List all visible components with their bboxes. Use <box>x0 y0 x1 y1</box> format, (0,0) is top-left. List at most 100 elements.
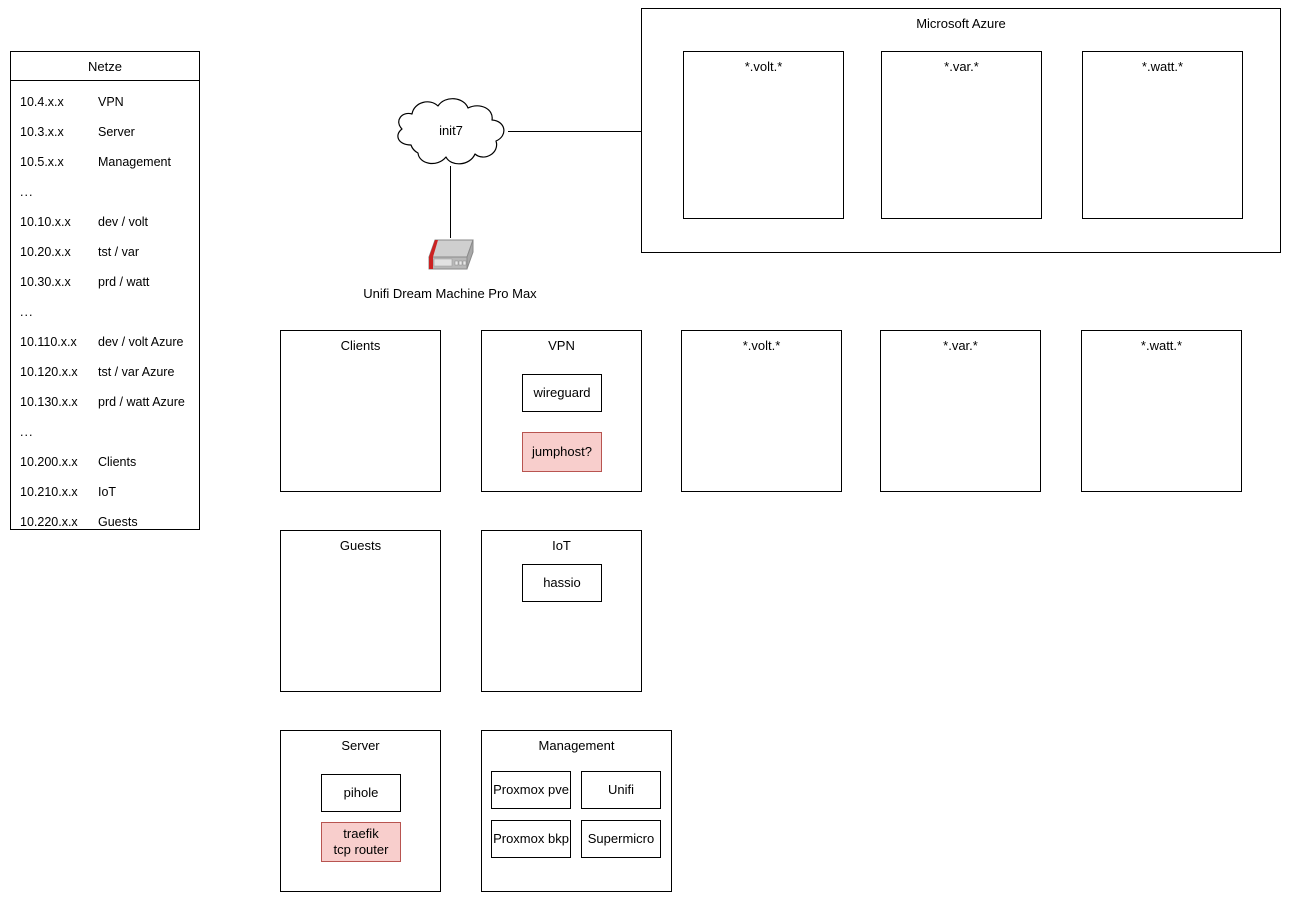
table-row: 10.120.x.x tst / var Azure <box>11 357 199 387</box>
node-supermicro-label: Supermicro <box>587 831 655 846</box>
router-icon <box>428 239 474 270</box>
node-supermicro[interactable]: Supermicro <box>581 820 661 858</box>
azure-zone-var: *.var.* <box>881 51 1042 219</box>
node-wireguard[interactable]: wireguard <box>522 374 602 412</box>
node-proxmox-bkp-label: Proxmox bkp <box>493 831 569 846</box>
netze-subnet: 10.110.x.x <box>20 335 77 349</box>
netze-legend-rows: 10.4.x.x VPN 10.3.x.x Server 10.5.x.x Ma… <box>11 81 199 537</box>
isp-cloud: init7 <box>388 95 514 169</box>
table-row: 10.5.x.x Management <box>11 147 199 177</box>
network-guests-title: Guests <box>339 538 382 553</box>
node-proxmox-bkp[interactable]: Proxmox bkp <box>491 820 571 858</box>
link-cloud-to-router <box>450 166 451 238</box>
netze-subnet: 10.5.x.x <box>20 155 64 169</box>
node-jumphost-label: jumphost? <box>532 444 592 459</box>
netze-subnet: 10.10.x.x <box>20 215 71 229</box>
node-hassio-label: hassio <box>543 575 581 590</box>
table-row-ellipsis: ... <box>11 177 199 207</box>
node-traefik-label-line2: tcp router <box>333 842 389 857</box>
netze-label <box>98 417 199 447</box>
table-row: 10.20.x.x tst / var <box>11 237 199 267</box>
netze-label <box>98 297 199 327</box>
netze-label: Guests <box>98 515 138 529</box>
netze-label: prd / watt <box>98 275 150 289</box>
netze-subnet: 10.220.x.x <box>20 515 78 529</box>
network-watt: *.watt.* <box>1081 330 1242 492</box>
table-row: 10.210.x.x IoT <box>11 477 199 507</box>
netze-label <box>98 177 199 207</box>
cloud-icon <box>397 98 505 165</box>
netze-subnet: 10.3.x.x <box>20 125 64 139</box>
table-row: 10.10.x.x dev / volt <box>11 207 199 237</box>
node-unifi-label: Unifi <box>607 782 634 797</box>
netze-legend-title: Netze <box>11 52 199 81</box>
node-unifi[interactable]: Unifi <box>581 771 661 809</box>
node-jumphost[interactable]: jumphost? <box>522 432 602 472</box>
netze-label: Management <box>98 155 171 169</box>
netze-subnet: ... <box>20 185 34 199</box>
table-row: 10.110.x.x dev / volt Azure <box>11 327 199 357</box>
network-clients: Clients <box>280 330 441 492</box>
netze-subnet: 10.120.x.x <box>20 365 78 379</box>
table-row: 10.30.x.x prd / watt <box>11 267 199 297</box>
azure-zone-var-title: *.var.* <box>944 59 979 74</box>
network-guests: Guests <box>280 530 441 692</box>
azure-container: Microsoft Azure *.volt.* *.var.* *.watt.… <box>641 8 1281 253</box>
node-pihole[interactable]: pihole <box>321 774 401 812</box>
network-server: Server pihole traefik tcp router <box>280 730 441 892</box>
netze-legend-table: Netze 10.4.x.x VPN 10.3.x.x Server 10.5.… <box>10 51 200 530</box>
netze-label: prd / watt Azure <box>98 395 185 409</box>
node-pihole-label: pihole <box>343 785 379 800</box>
network-clients-title: Clients <box>340 338 381 353</box>
table-row-ellipsis: ... <box>11 297 199 327</box>
network-iot: IoT hassio <box>481 530 642 692</box>
azure-zone-watt-title: *.watt.* <box>1141 59 1184 74</box>
azure-zone-volt: *.volt.* <box>683 51 844 219</box>
azure-zone-volt-title: *.volt.* <box>744 59 783 74</box>
netze-subnet: 10.4.x.x <box>20 95 64 109</box>
netze-label: Server <box>98 125 135 139</box>
network-vpn: VPN wireguard jumphost? <box>481 330 642 492</box>
netze-subnet: ... <box>20 425 34 439</box>
table-row: 10.200.x.x Clients <box>11 447 199 477</box>
netze-label: Clients <box>98 455 137 469</box>
table-row: 10.220.x.x Guests <box>11 507 199 537</box>
azure-title: Microsoft Azure <box>916 16 1006 31</box>
link-cloud-to-azure <box>508 131 641 132</box>
network-iot-title: IoT <box>552 538 571 553</box>
table-row: 10.3.x.x Server <box>11 117 199 147</box>
netze-label: dev / volt Azure <box>98 335 184 349</box>
node-traefik-label-line1: traefik <box>343 826 379 841</box>
network-server-title: Server <box>341 738 380 753</box>
network-volt: *.volt.* <box>681 330 842 492</box>
node-hassio[interactable]: hassio <box>522 564 602 602</box>
netze-label: VPN <box>98 95 124 109</box>
cloud-label: init7 <box>439 123 463 138</box>
table-row: 10.130.x.x prd / watt Azure <box>11 387 199 417</box>
network-var: *.var.* <box>880 330 1041 492</box>
netze-label: tst / var <box>98 245 139 259</box>
netze-subnet: 10.20.x.x <box>20 245 71 259</box>
unifi-router-device <box>418 235 484 283</box>
table-row: 10.4.x.x VPN <box>11 87 199 117</box>
table-row-ellipsis: ... <box>11 417 199 447</box>
node-proxmox-pve[interactable]: Proxmox pve <box>491 771 571 809</box>
netze-label: tst / var Azure <box>98 365 175 379</box>
node-wireguard-label: wireguard <box>533 385 591 400</box>
netze-subnet: 10.210.x.x <box>20 485 78 499</box>
azure-zone-watt: *.watt.* <box>1082 51 1243 219</box>
netze-subnet: ... <box>20 305 34 319</box>
network-var-title: *.var.* <box>943 338 978 353</box>
network-watt-title: *.watt.* <box>1140 338 1183 353</box>
netze-subnet: 10.30.x.x <box>20 275 71 289</box>
network-volt-title: *.volt.* <box>742 338 781 353</box>
netze-subnet: 10.200.x.x <box>20 455 78 469</box>
netze-subnet: 10.130.x.x <box>20 395 78 409</box>
node-proxmox-pve-label: Proxmox pve <box>493 782 569 797</box>
network-management: Management Proxmox pve Unifi Proxmox bkp… <box>481 730 672 892</box>
netze-label: dev / volt <box>98 215 149 229</box>
network-management-title: Management <box>538 738 615 753</box>
node-traefik[interactable]: traefik tcp router <box>321 822 401 862</box>
router-caption: Unifi Dream Machine Pro Max <box>363 286 537 301</box>
